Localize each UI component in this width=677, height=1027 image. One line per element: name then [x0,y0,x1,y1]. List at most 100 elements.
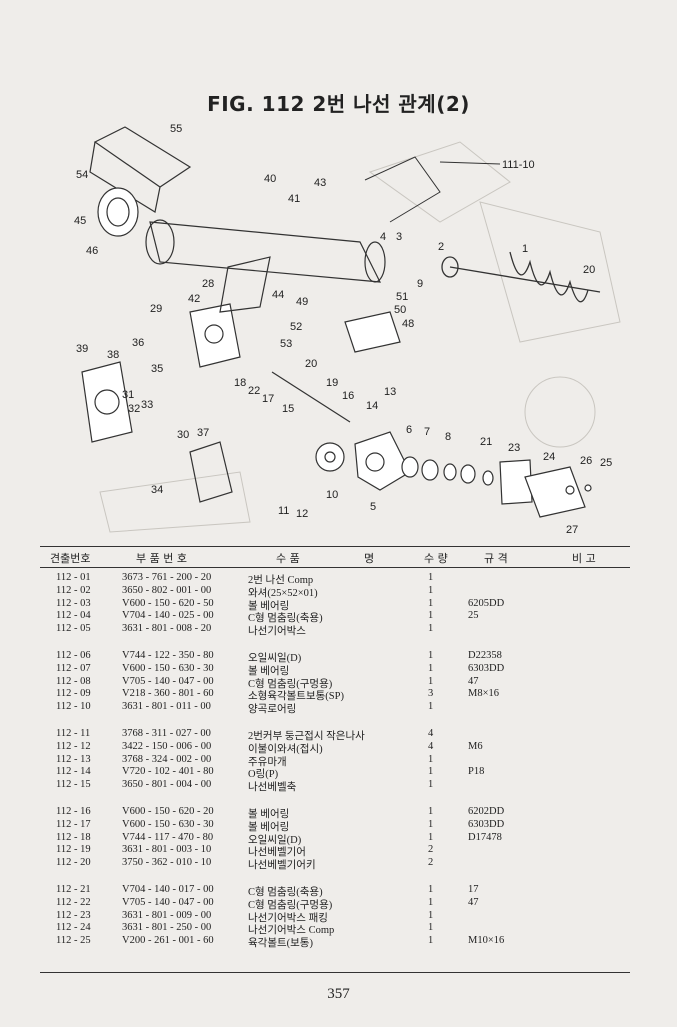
cell-part-number: V705 - 140 - 047 - 00 [122,675,214,687]
label-41: 41 [288,193,300,205]
label-39: 39 [76,343,88,355]
exploded-parts-diagram: 111-10 1 2 3 4 5 6 7 8 9 10 11 12 13 14 … [74,123,621,536]
label-30: 30 [177,429,189,441]
cell-spec: 6303DD [468,662,505,674]
cell-part-number: 3650 - 802 - 001 - 00 [122,584,212,596]
label-43: 43 [314,177,326,189]
label-5: 5 [370,501,376,513]
label-11: 11 [278,505,289,517]
cell-name: 나선기어박스 Comp [248,925,335,937]
cell-qty: 1 [428,831,434,843]
cell-no: 112 - 12 [56,740,91,752]
cell-spec: M10×16 [468,935,505,947]
cell-part-number: V218 - 360 - 801 - 60 [122,688,214,700]
cell-name: 나선베벨기어키 [248,860,316,872]
auger-pipe [145,219,386,283]
cell-qty: 1 [428,922,434,934]
bracket [344,311,401,353]
label-40: 40 [264,173,276,185]
cell-no: 112 - 02 [56,584,91,596]
cell-qty: 2 [428,844,434,856]
cell-no: 112 - 01 [56,572,91,583]
cell-no: 112 - 17 [56,818,91,830]
cell-no: 112 - 07 [56,662,91,674]
cell-name: C형 멈춤링(축용) [248,886,323,898]
label-2: 2 [438,241,444,253]
label-24: 24 [543,451,555,463]
cell-no: 112 - 21 [56,883,91,895]
cell-name: 나선기어박스 [248,626,306,638]
label-32: 32 [128,403,140,415]
cell-spec: D17478 [468,831,502,843]
cell-part-number: V720 - 102 - 401 - 80 [122,766,214,778]
cell-spec: M6 [468,740,483,752]
cell-name: O링(P) [248,769,279,781]
cell-spec: P18 [468,766,485,778]
label-25: 25 [600,457,612,469]
cell-qty: 1 [428,584,434,596]
cell-qty: 1 [428,909,434,921]
cell-no: 112 - 14 [56,766,91,778]
cell-qty: 1 [428,610,434,622]
cell-part-number: 3750 - 362 - 010 - 10 [122,857,212,869]
label-34: 34 [151,484,163,496]
cell-qty: 1 [428,883,434,895]
label-8: 8 [445,431,451,443]
bevel-shaft-gear [271,371,351,472]
cell-no: 112 - 18 [56,831,91,843]
flanges [81,303,241,443]
cell-part-number: V744 - 122 - 350 - 80 [122,649,214,661]
cell-part-number: 3631 - 801 - 250 - 00 [122,922,212,934]
cell-qty: 4 [428,727,434,739]
label-28: 28 [202,278,214,290]
label-23: 23 [508,442,520,454]
cell-spec: M8×16 [468,688,500,700]
label-50: 50 [394,304,406,316]
cell-part-number: 3650 - 801 - 004 - 00 [122,779,212,791]
cell-qty: 1 [428,896,434,908]
cell-name: 오일씨일(D) [248,652,302,664]
cell-no: 112 - 15 [56,779,91,791]
cell-spec: 47 [468,675,479,687]
figure-title: FIG. 112 2번 나선 관계(2) [207,92,470,116]
table-row: 112 - 14 V720 - 102 - 401 - 80 O링(P) 1 P18 [40,766,630,781]
header-name-right: 명 [364,552,375,565]
cell-qty: 1 [428,766,434,778]
cell-name: 2번 나선 Comp [248,575,314,586]
label-51: 51 [396,291,408,303]
label-111-10: 111-10 [502,159,535,171]
table-bottom-rule [40,972,630,973]
cell-part-number: V704 - 140 - 025 - 00 [122,610,214,622]
cell-name: 2번커부 둥근접시 작은나사 [248,730,365,742]
cell-qty: 1 [428,753,434,765]
cell-spec: 6202DD [468,805,505,817]
cell-part-number: 3631 - 801 - 008 - 20 [122,623,212,635]
header-remarks: 비 고 [572,552,596,565]
cell-part-number: V600 - 150 - 630 - 30 [122,818,214,830]
label-16: 16 [342,390,354,402]
cell-name: 볼 베어링 [248,821,290,833]
cell-qty: 1 [428,675,434,687]
label-29: 29 [150,303,162,315]
label-31: 31 [122,389,134,401]
cell-qty: 1 [428,818,434,830]
header-no: 견출번호 [50,552,91,565]
cell-spec: 17 [468,883,479,895]
